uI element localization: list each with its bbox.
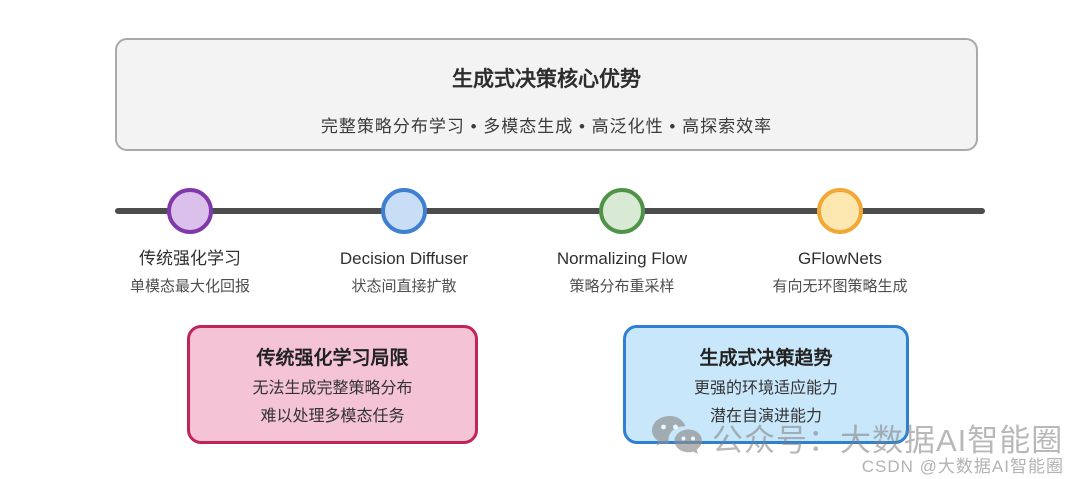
header-subtitle: 完整策略分布学习 • 多模态生成 • 高泛化性 • 高探索效率	[320, 117, 773, 136]
header-title: 生成式决策核心优势	[452, 68, 641, 91]
timeline-label-decision-diffuser: Decision Diffuser 状态间直接扩散	[284, 247, 524, 297]
node-title: GFlowNets	[797, 249, 883, 268]
timeline-node-circle-normalizing-flow	[599, 188, 645, 234]
callout-trend-line: 潜在自演进能力	[709, 408, 822, 425]
wechat-icon	[652, 416, 702, 454]
node-desc: 有向无环图策略生成	[772, 278, 908, 295]
wechat-watermark-label: 公众号：大数据AI智能圈	[712, 422, 1064, 458]
csdn-watermark: CSDN @大数据AI智能圈	[861, 457, 1064, 476]
callout-limitation-line: 难以处理多模态任务	[260, 408, 405, 425]
callout-trend-title: 生成式决策趋势	[699, 348, 833, 369]
wechat-watermark: 公众号：大数据AI智能圈	[650, 414, 1063, 460]
timeline-node-circle-decision-diffuser	[381, 188, 427, 234]
header-box: 生成式决策核心优势 完整策略分布学习 • 多模态生成 • 高泛化性 • 高探索效…	[115, 38, 978, 151]
callout-trend-line: 更强的环境适应能力	[693, 380, 838, 397]
node-desc: 单模态最大化回报	[129, 278, 250, 295]
node-desc: 状态间直接扩散	[351, 278, 457, 295]
timeline-line	[115, 208, 985, 214]
node-title: Decision Diffuser	[339, 249, 469, 268]
timeline-label-traditional-rl: 传统强化学习 单模态最大化回报	[70, 247, 310, 297]
node-desc: 策略分布重采样	[569, 278, 675, 295]
timeline-label-normalizing-flow: Normalizing Flow 策略分布重采样	[502, 247, 742, 297]
node-title: 传统强化学习	[139, 249, 241, 268]
node-title: Normalizing Flow	[556, 249, 688, 268]
callout-limitation-box: 传统强化学习局限 无法生成完整策略分布 难以处理多模态任务	[187, 325, 478, 444]
timeline-node-circle-gflownets	[817, 188, 863, 234]
timeline-node-circle-traditional-rl	[167, 188, 213, 234]
callout-limitation-title: 传统强化学习局限	[256, 348, 409, 369]
timeline-label-gflownets: GFlowNets 有向无环图策略生成	[720, 247, 960, 297]
callout-limitation-line: 无法生成完整策略分布	[252, 380, 413, 397]
